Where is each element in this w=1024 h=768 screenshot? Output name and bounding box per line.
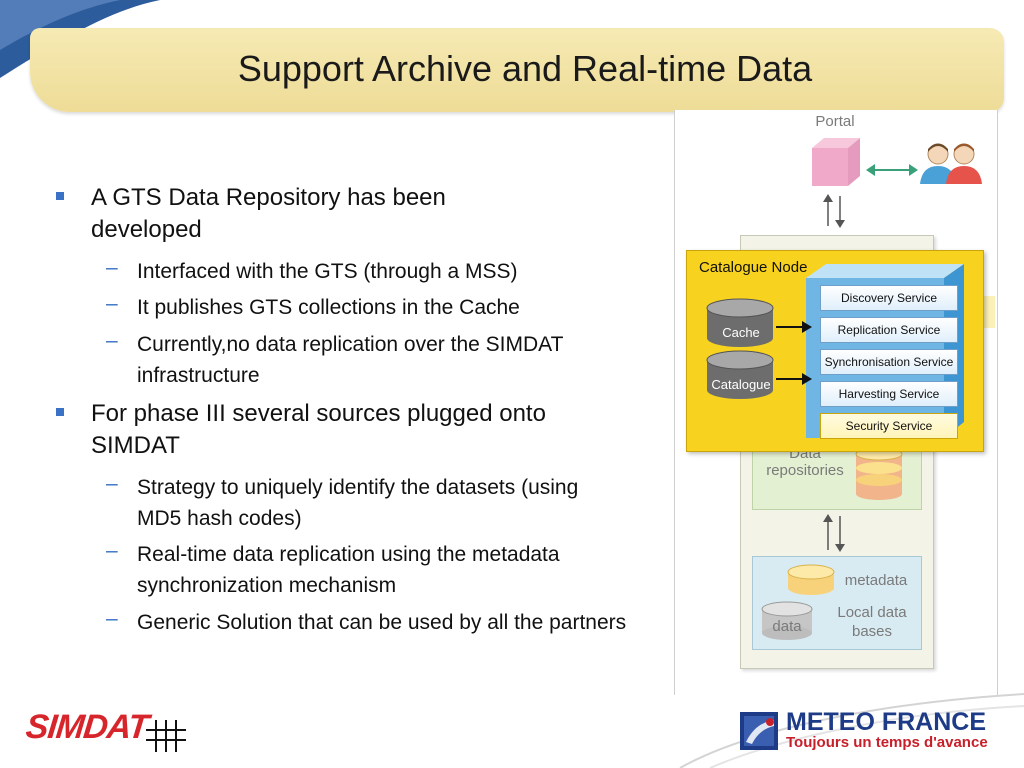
meteo-france-name: METEO FRANCE [786,708,986,736]
cache-label: Cache [722,325,760,340]
sub-bullet-1-1: Interfaced with the GTS (through a MSS) [137,260,518,283]
dash-marker: – [106,472,118,495]
harvesting-service: Harvesting Service [820,381,958,407]
replication-service: Replication Service [820,317,958,343]
users-icon [920,143,982,184]
portal-cube-icon [812,138,860,186]
sub-bullet-2-1: Strategy to uniquely identify the datase… [137,476,579,530]
meteo-france-tagline: Toujours un temps d'avance [786,734,988,751]
repository-db-icon [855,447,903,500]
sub-bullet-1-2: It publishes GTS collections in the Cach… [137,296,520,319]
metadata-db-icon [787,564,835,595]
discovery-service: Discovery Service [820,285,958,311]
catalogue-label: Catalogue [711,377,771,392]
catalogue-node-title: Catalogue Node [699,259,808,276]
local-db-label: Local data bases [837,604,907,640]
synchronisation-service: Synchronisation Service [820,349,958,375]
cache-db-icon [706,298,774,347]
slide-title: Support Archive and Real-time Data [237,48,813,89]
security-service: Security Service [820,413,958,439]
corner-decoration [0,0,160,78]
dash-marker: – [106,607,118,630]
bullet-marker [56,192,64,200]
title-bar [30,28,1004,112]
double-arrow-icon [866,164,918,176]
simdat-logo: SIMDAT [24,708,150,746]
simdat-grid-icon [146,720,186,752]
dash-marker: – [106,256,118,279]
bullet-2: For phase III several sources plugged on… [91,400,546,459]
bullet-marker [56,408,64,416]
portal-label: Portal [815,113,855,130]
catalogue-to-service-arrow-icon [776,373,812,385]
dash-marker: – [106,329,118,352]
sync-arrows-icon [823,194,845,228]
data-label: data [772,618,802,635]
metadata-label: metadata [844,572,908,589]
dash-marker: – [106,292,118,315]
catalogue-db-icon [706,350,774,399]
dash-marker: – [106,539,118,562]
replication-arrows-icon [823,514,845,552]
sub-bullet-2-2: Real-time data replication using the met… [137,543,560,597]
cache-to-service-arrow-icon [776,321,812,333]
sub-bullet-2-3: Generic Solution that can be used by all… [137,611,627,634]
footer-swoosh [679,693,1024,768]
sub-bullet-1-3: Currently,no data replication over the S… [137,333,564,387]
meteo-france-logo-icon [740,712,778,750]
data-db-icon [761,601,813,640]
bullet-1: A GTS Data Repository has been developed [91,184,446,243]
